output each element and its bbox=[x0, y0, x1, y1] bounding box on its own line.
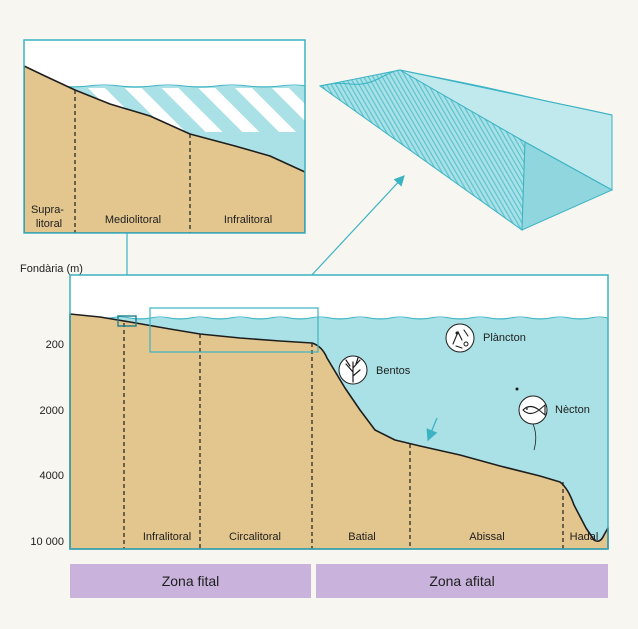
zone-label-infralitoral: Infralitoral bbox=[143, 531, 191, 543]
bentos-icon bbox=[338, 355, 368, 385]
zone-label-abissal: Abissal bbox=[469, 531, 504, 543]
bentos-label: Bentos bbox=[376, 365, 411, 377]
zone-label-batial: Batial bbox=[348, 531, 376, 543]
zoom-box-small bbox=[117, 315, 137, 327]
zone-label-hadal: Hadal bbox=[570, 531, 599, 543]
depth-tick-4000: 4000 bbox=[40, 470, 64, 482]
depth-axis-label: Fondària (m) bbox=[20, 263, 83, 275]
necton-icon bbox=[518, 395, 548, 451]
zone-label-circalitoral: Circalitoral bbox=[229, 531, 281, 543]
inset-sea-surface bbox=[24, 84, 305, 88]
inset-zone-supralitoral: Supra- litoral bbox=[31, 204, 67, 230]
plancton-label: Plàncton bbox=[483, 332, 526, 344]
indicator-arrow bbox=[426, 417, 438, 442]
zona-fital-label: Zona fital bbox=[161, 573, 220, 589]
zona-afital-bar: Zona afital bbox=[316, 564, 608, 598]
zona-fital-bar: Zona fital bbox=[70, 564, 311, 598]
plancton-icon bbox=[445, 323, 475, 353]
depth-tick-200: 200 bbox=[46, 339, 64, 351]
small-organism-dot bbox=[515, 387, 519, 391]
inset-frame bbox=[23, 39, 306, 234]
water-block-3d bbox=[318, 69, 614, 231]
inset-panel bbox=[24, 40, 305, 233]
inset-zone-infralitoral: Infralitoral bbox=[224, 214, 272, 226]
necton-label: Nècton bbox=[555, 404, 590, 416]
inset-seabed bbox=[24, 65, 305, 233]
zona-afital-label: Zona afital bbox=[429, 573, 495, 589]
main-profile-panel bbox=[69, 275, 609, 550]
main-sea-surface bbox=[69, 316, 609, 320]
inset-zone-mediolitoral: Mediolitoral bbox=[105, 214, 161, 226]
main-profile-frame bbox=[69, 274, 609, 550]
depth-tick-10000: 10 000 bbox=[30, 536, 64, 548]
main-seabed bbox=[69, 313, 609, 550]
depth-tick-2000: 2000 bbox=[40, 405, 64, 417]
zoom-box-large bbox=[149, 307, 319, 353]
